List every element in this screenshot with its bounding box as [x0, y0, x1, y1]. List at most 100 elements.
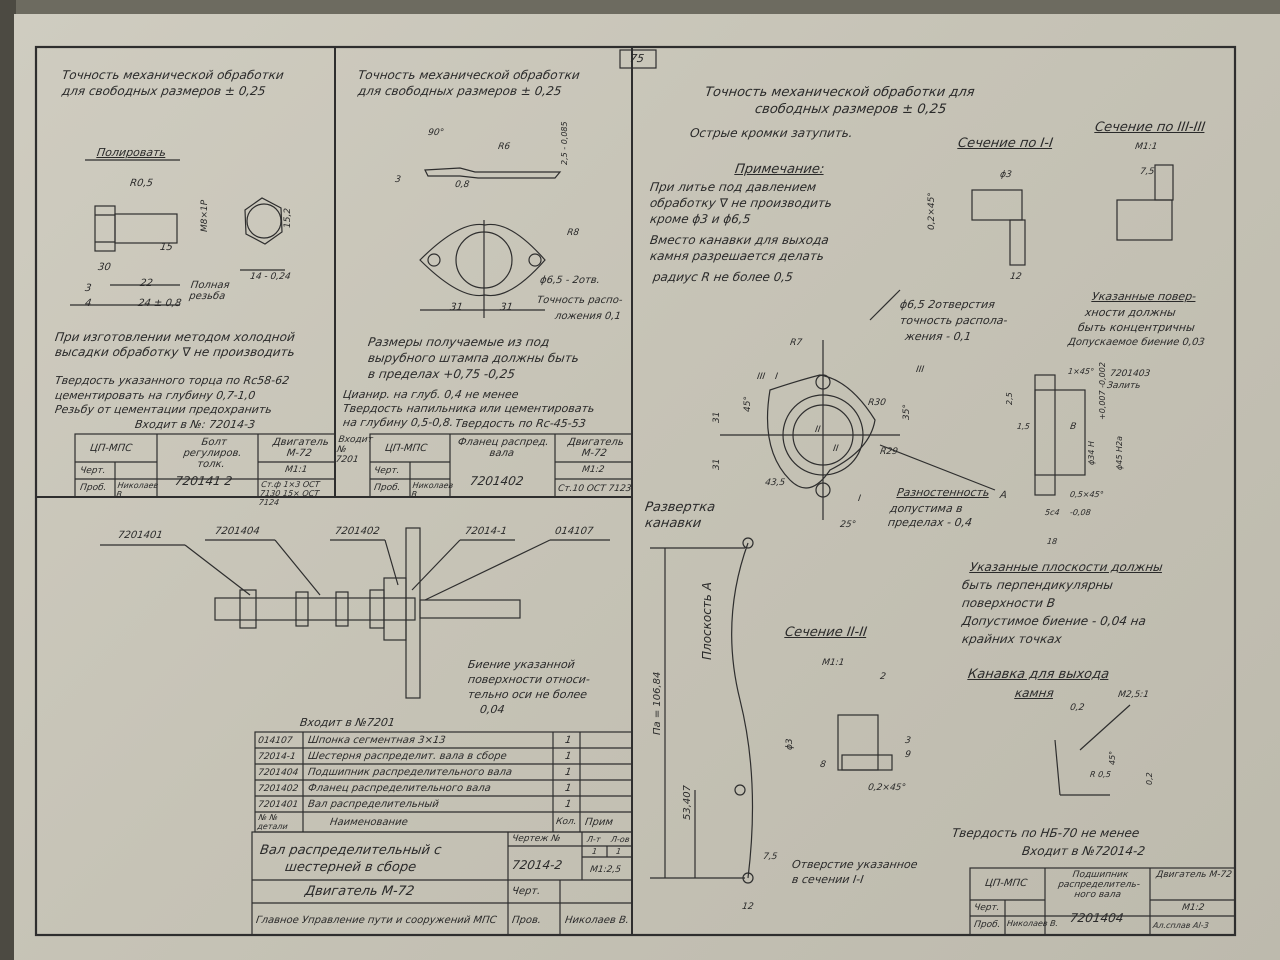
tb-part-number: 720141 2	[174, 474, 234, 488]
bolt-dim: 15,2	[283, 207, 293, 228]
holes-note: точность распола-	[899, 314, 1009, 327]
stone-groove-title: Канавка для выхода	[966, 667, 1111, 682]
bearing-note: камня разрешается делать	[649, 249, 825, 263]
bolt-enters: Входит в №: 72014-3	[134, 418, 256, 431]
holes-note: жения - 0,1	[904, 330, 973, 343]
sec1-dim: ϕ3	[999, 170, 1013, 180]
sheets-label: Л-ов	[610, 835, 631, 844]
stone-dim: 0,2	[1069, 703, 1086, 713]
flange-dim: 31	[449, 302, 464, 313]
flange-header-line1: Точность механической обработки	[357, 68, 581, 82]
stone-dim: R 0,5	[1089, 770, 1112, 779]
dim: 1,5	[1016, 422, 1031, 431]
tb-checker: Николаев В.	[410, 481, 454, 499]
flange-pos-tol: Точность распо-	[536, 295, 624, 306]
part-no: 7201401	[257, 800, 299, 810]
dim: R7	[789, 338, 803, 348]
page-number-box	[619, 49, 657, 69]
tb-scale: М1:2	[581, 465, 605, 475]
perp-note: быть перпендикулярны	[961, 578, 1114, 592]
bolt-title-block	[74, 433, 336, 498]
concentric-note: хности должны	[1084, 306, 1177, 319]
flange-note: на глубину 0,5-0,8.	[342, 416, 455, 429]
part-name: Подшипник распределительного вала	[307, 767, 513, 778]
dim: ϕ45 Н2а	[1115, 435, 1124, 470]
bolt-thread-dim: М8×1Р	[200, 199, 210, 232]
bolt-header-line1: Точность механической обработки	[61, 68, 285, 82]
flange-dim: 90°	[427, 128, 445, 138]
callout: 72014-1	[464, 526, 508, 537]
sec2-dim: 0,2×45°	[867, 783, 907, 793]
dim: 18	[1046, 537, 1058, 546]
tb-material: Ал.сплав Al-3	[1152, 921, 1210, 930]
bearing-note: обработку ∇ не производить	[649, 196, 834, 210]
bearing-note: При литье под давлением	[649, 180, 818, 194]
dim: 5с4	[1044, 508, 1061, 517]
flange-dim: R8	[566, 228, 580, 238]
bearing-header-line2: свободных размеров ± 0,25	[753, 102, 948, 117]
bolt-note: При изготовлении методом холодной	[54, 330, 296, 344]
runout-note: 0,04	[479, 703, 506, 716]
dim: R29	[879, 447, 899, 457]
section-1-title: Сечение по I-I	[956, 136, 1054, 151]
tb-engine: Двигатель М-72	[567, 437, 625, 459]
tb-part-name: Фланец распред. вала	[457, 437, 550, 459]
part-no: 7201404	[257, 768, 299, 778]
tb-checked-label: Проб.	[973, 920, 1002, 930]
sec3-dim: 7,5	[1139, 167, 1156, 177]
tb-engine: Двигатель М-72	[272, 437, 330, 459]
header-name: Наименование	[329, 817, 409, 828]
sec2-dim: 8	[819, 760, 827, 770]
bolt-note: высадки обработку ∇ не производить	[54, 345, 296, 359]
dim: 2,5	[1005, 392, 1014, 405]
tb-part-number: 7201404	[1069, 911, 1125, 925]
tb-checked-label: Проб.	[373, 483, 402, 493]
dim: R30	[867, 398, 887, 408]
flange-dim: 3	[394, 175, 402, 185]
flange-header-line2: для свободных размеров ± 0,25	[357, 84, 563, 98]
tb-org: ЦП-МПС	[984, 878, 1028, 889]
sec2-dim: 2	[879, 672, 887, 682]
flange-note: Цианир. на глуб. 0,4 не менее	[342, 388, 520, 401]
assembly-title-block	[251, 831, 633, 936]
bearing-note: кроме ϕ3 и ϕ6,5	[649, 212, 752, 226]
stone-groove-title: камня	[1014, 686, 1055, 700]
part-no: 72014-1	[257, 752, 297, 762]
wall-note: допустима в	[889, 502, 964, 515]
dim: +0,007 -0,002	[1098, 362, 1107, 420]
tb-material: Ст.ф 1×3 ОСТ 7130 15× ОСТ 7124	[258, 480, 321, 507]
perp-note: поверхности В	[961, 596, 1056, 610]
assembly-title: шестерней в сборе	[283, 860, 418, 875]
bolt-drawing	[70, 159, 285, 306]
tb-engine: Двигатель М-72	[1155, 870, 1233, 880]
flange-pos-tol: ложения 0,1	[554, 311, 622, 322]
sheet-label: Л-т	[586, 835, 602, 844]
flange-drawing	[419, 167, 562, 318]
dim: Залить	[1106, 381, 1142, 391]
bearing-hardness: Твердость по НБ-70 не менее	[951, 826, 1141, 840]
tb-part-name: Болт регулиров. толк.	[182, 437, 243, 470]
perp-note: Указанные плоскости должны	[969, 560, 1164, 574]
section-3-scale: М1:1	[1134, 142, 1158, 152]
bolt-note: Резьбу от цементации предохранить	[54, 403, 273, 416]
assembly-org: Главное Управление пути и сооружений МПС	[255, 915, 498, 926]
flange-note: в пределах +0,75 -0,25	[367, 367, 516, 381]
flange-title-block	[369, 433, 633, 498]
flange-dim: R6	[497, 142, 511, 152]
photo-dark-edge	[0, 0, 16, 960]
dim: 35°	[902, 404, 912, 420]
stone-dim: 0,2	[1145, 772, 1154, 785]
bolt-radius: R0,5	[129, 178, 154, 189]
polish-label: Полировать	[96, 146, 167, 159]
tb-org: ЦП-МПС	[384, 443, 428, 454]
flange-note: Размеры получаемые из под	[367, 335, 551, 349]
tb-scale: М1:2	[1181, 903, 1205, 913]
perp-note: крайних точках	[961, 632, 1063, 646]
groove-dim: Па = 106,84	[652, 671, 663, 735]
wall-note: Разностенность	[896, 486, 991, 499]
runout-note: Биение указанной	[467, 658, 576, 671]
groove-dim: 12	[741, 902, 755, 912]
header-part-no: № № детали	[256, 813, 289, 831]
tb-material: Ст.10 ОСТ 7123	[557, 484, 633, 494]
